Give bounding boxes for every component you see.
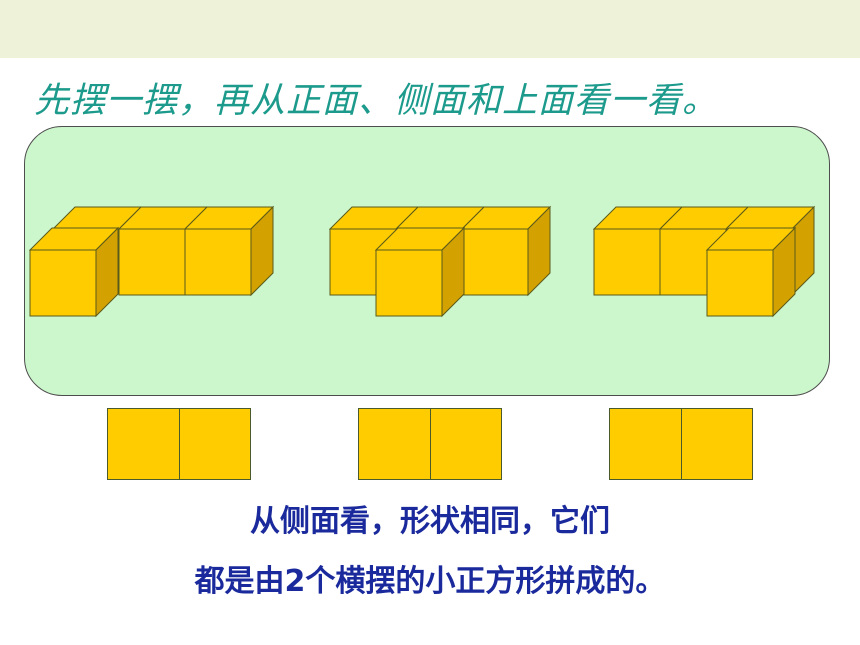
view-square [108,409,180,479]
side-view-1 [107,408,251,480]
cube-side [441,226,465,318]
cube-front [706,249,774,317]
view-square [610,409,682,479]
cube-front [118,228,186,296]
caption-line-1: 从侧面看，形状相同，它们 [250,504,610,539]
page-title: 先摆一摆，再从正面、侧面和上面看一看。 [34,81,719,121]
cube-front [184,228,252,296]
side-view-2 [358,408,502,480]
top-band [0,0,860,58]
cube-front [461,228,529,296]
cube-front [375,249,443,317]
view-square [359,409,431,479]
cube-front [593,228,661,296]
arrangement-1 [28,205,275,318]
caption-line-2: 都是由2个横摆的小正方形拼成的。 [194,564,666,599]
cube-side [250,205,274,297]
cube-side [772,226,796,318]
arrangement-2 [328,205,552,318]
cube-side [95,226,119,318]
cube-side [527,205,551,297]
arrangement-3 [592,205,816,318]
side-view-3 [609,408,753,480]
cube-front [29,249,97,317]
view-square [430,409,501,479]
view-square [681,409,752,479]
view-square [179,409,250,479]
